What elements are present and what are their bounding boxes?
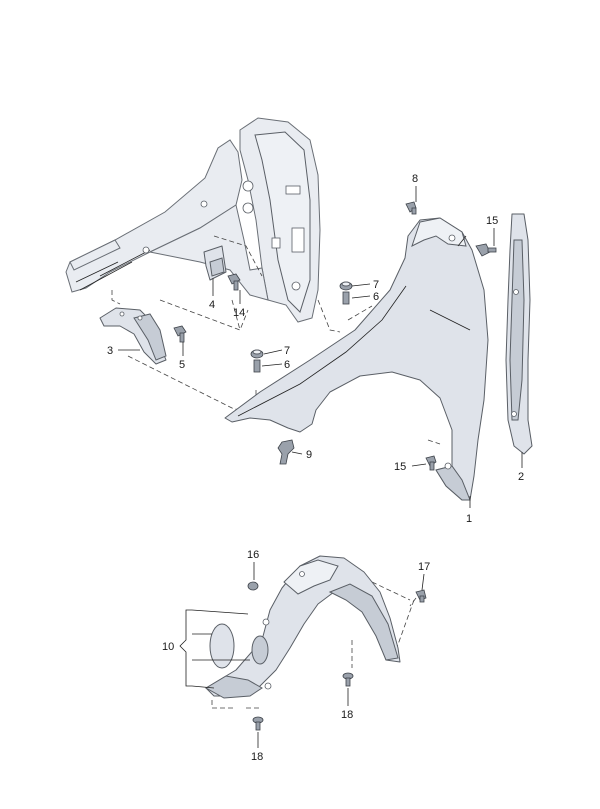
callout-10: 10 (162, 641, 174, 653)
callout-3: 3 (107, 345, 113, 357)
bolt-part-14 (227, 273, 241, 291)
bolt-part-15-upper (475, 243, 497, 257)
callout-8: 8 (412, 173, 418, 185)
callout-16: 16 (247, 549, 259, 561)
clip-part-7-lower (250, 349, 264, 359)
callout-7-lower: 7 (284, 345, 290, 357)
callout-7-upper: 7 (373, 279, 379, 291)
cover-disc (209, 623, 269, 669)
bolt-part-6-lower (253, 359, 261, 373)
callout-5: 5 (179, 359, 185, 371)
bolt-part-5 (173, 325, 187, 343)
bracket-part-4 (203, 245, 227, 281)
callout-6-lower: 6 (284, 359, 290, 371)
callout-18-left: 18 (251, 751, 263, 763)
callout-labels: 1 2 3 4 5 6 6 7 7 8 9 10 14 15 15 16 17 … (107, 173, 524, 763)
bolt-part-15-lower (425, 455, 437, 471)
bolt-part-6-upper (342, 291, 350, 305)
screw-part-18-left (252, 716, 264, 731)
callout-18-right: 18 (341, 709, 353, 721)
clip-part-7-upper (339, 281, 353, 291)
callout-6-upper: 6 (373, 291, 379, 303)
screw-part-18-right (342, 672, 354, 687)
clip-part-9 (277, 439, 295, 465)
fasteners-lower (247, 581, 427, 731)
leader-lines (118, 186, 523, 748)
callout-4: 4 (209, 299, 215, 311)
bracket-part-3 (99, 307, 167, 365)
fasteners-upper (173, 201, 497, 471)
seal-strip-part-2 (505, 213, 533, 455)
callout-14: 14 (233, 307, 245, 319)
body-shell-structure (65, 117, 321, 323)
callout-17: 17 (418, 561, 430, 573)
callout-1: 1 (466, 513, 472, 525)
callout-2: 2 (518, 471, 524, 483)
callout-15-upper: 15 (486, 215, 498, 227)
wheel-arch-liner (205, 555, 401, 699)
bolt-part-8 (405, 201, 417, 215)
callout-15-lower: 15 (394, 461, 406, 473)
bolt-part-17 (415, 589, 427, 603)
front-fender-part-1 (224, 217, 489, 501)
callout-9: 9 (306, 449, 312, 461)
clip-part-16 (247, 581, 259, 591)
